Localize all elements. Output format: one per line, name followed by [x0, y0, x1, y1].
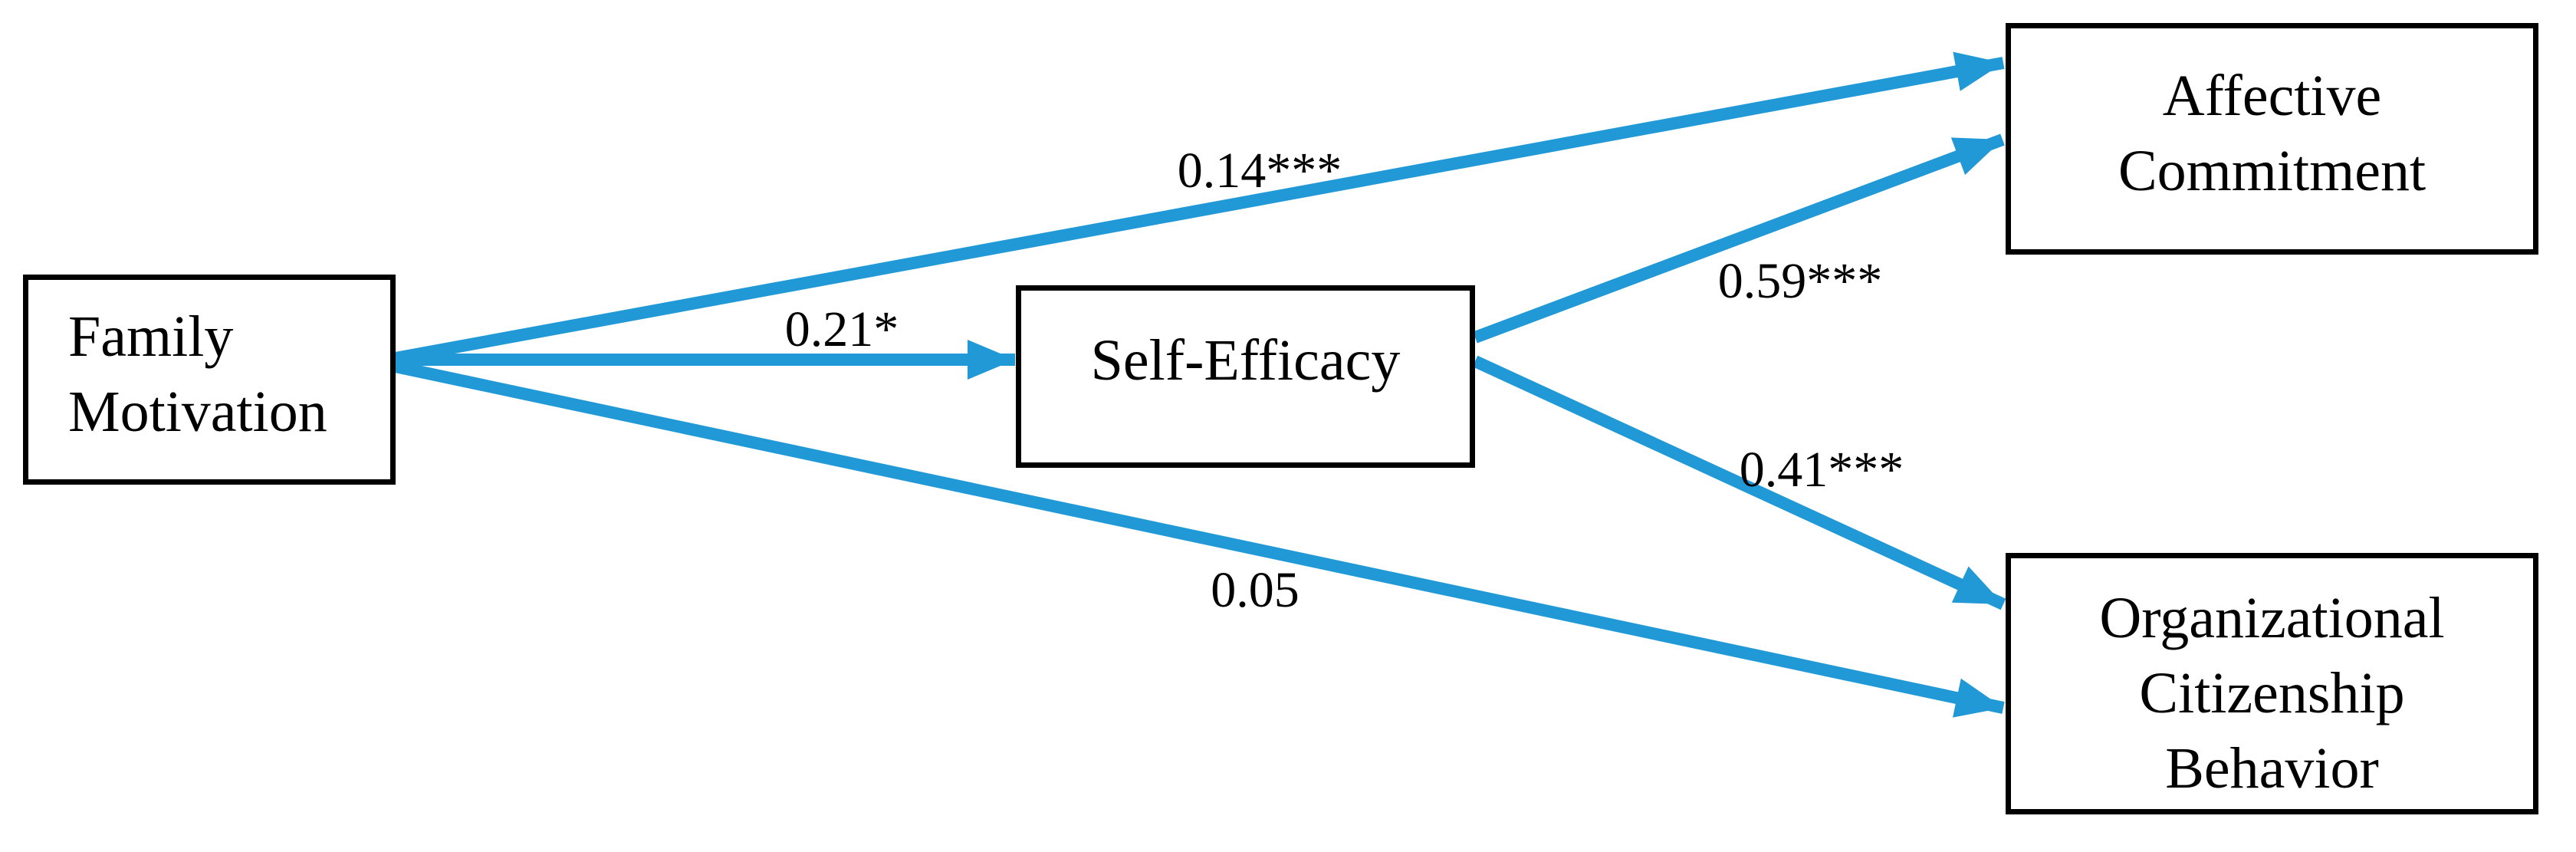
node-affective-commitment: Affective Commitment	[2006, 23, 2538, 255]
arrow-family-motivation-to-organizational-citizenship-behavior	[394, 360, 2005, 718]
coefficient-fm-to-ocb: 0.05	[1211, 562, 1300, 618]
node-organizational-citizenship-behavior: Organizational Citizenship Behavior	[2006, 553, 2538, 814]
arrow-family-motivation-to-affective-commitment	[394, 51, 2005, 364]
node-self-efficacy: Self-Efficacy	[1016, 285, 1475, 468]
node-label-line: Behavior	[2165, 735, 2379, 801]
node-label-line: Affective	[2162, 64, 2382, 128]
arrow-self-efficacy-to-organizational-citizenship-behavior	[1472, 355, 2006, 610]
node-label-line: Self-Efficacy	[1090, 328, 1401, 393]
node-label-line: Organizational	[2099, 585, 2445, 650]
node-label-line: Motivation	[68, 380, 327, 444]
node-label-line: Citizenship	[2139, 660, 2405, 725]
node-label-line: Family	[68, 304, 234, 369]
arrow-self-efficacy-to-affective-commitment	[1473, 133, 2005, 344]
node-label-line: Commitment	[2118, 139, 2426, 203]
node-family-motivation: Family Motivation	[23, 275, 396, 485]
coefficient-se-to-ocb: 0.41***	[1739, 442, 1904, 498]
coefficient-fm-to-ac: 0.14***	[1177, 143, 1342, 199]
coefficient-fm-to-se: 0.21*	[784, 301, 899, 357]
coefficient-se-to-ac: 0.59***	[1717, 253, 1883, 309]
